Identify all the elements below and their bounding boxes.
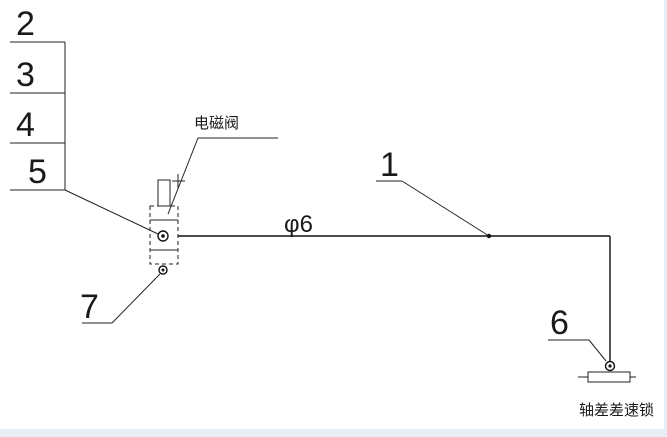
leader-6: 6 bbox=[548, 304, 607, 362]
leader-7: 7 bbox=[80, 273, 161, 326]
leader-1-label: 1 bbox=[380, 146, 399, 184]
stack-label-5: 5 bbox=[28, 153, 47, 191]
differential-lock: 轴差差速锁 bbox=[578, 360, 654, 419]
valve-body bbox=[149, 205, 179, 265]
valve-port-icon bbox=[157, 230, 169, 242]
leader-7-label: 7 bbox=[80, 288, 99, 326]
stack-leader-line bbox=[64, 189, 159, 235]
lock-body bbox=[587, 371, 631, 383]
leader-6-label: 6 bbox=[550, 304, 569, 342]
stack-label-4: 4 bbox=[16, 106, 35, 144]
stack-label-2: 2 bbox=[16, 5, 35, 43]
leader-1-line bbox=[401, 180, 490, 237]
valve-exhaust-icon bbox=[158, 265, 168, 275]
main-pipe: φ6 bbox=[178, 211, 611, 362]
valve-name-leader bbox=[167, 137, 199, 215]
valve-exhaust-dot bbox=[161, 268, 165, 272]
pipe-diameter-label: φ6 bbox=[284, 211, 313, 238]
valve-name-label: 电磁阀 bbox=[194, 114, 239, 132]
lock-name-label: 轴差差速锁 bbox=[579, 401, 654, 419]
leader-7-line bbox=[111, 273, 161, 324]
stack-label-3: 3 bbox=[16, 56, 35, 94]
lock-port-icon bbox=[604, 360, 616, 372]
leader-1: 1 bbox=[376, 146, 490, 237]
valve-coil bbox=[157, 179, 171, 207]
label-stack: 2 3 4 5 bbox=[10, 5, 159, 235]
lock-port-dot bbox=[608, 364, 612, 368]
leader-6-line bbox=[588, 339, 607, 362]
solenoid-valve: 电磁阀 bbox=[149, 114, 278, 275]
schematic: 2 3 4 5 电磁阀 7 φ6 1 bbox=[10, 5, 654, 419]
valve-port-dot bbox=[161, 234, 165, 238]
